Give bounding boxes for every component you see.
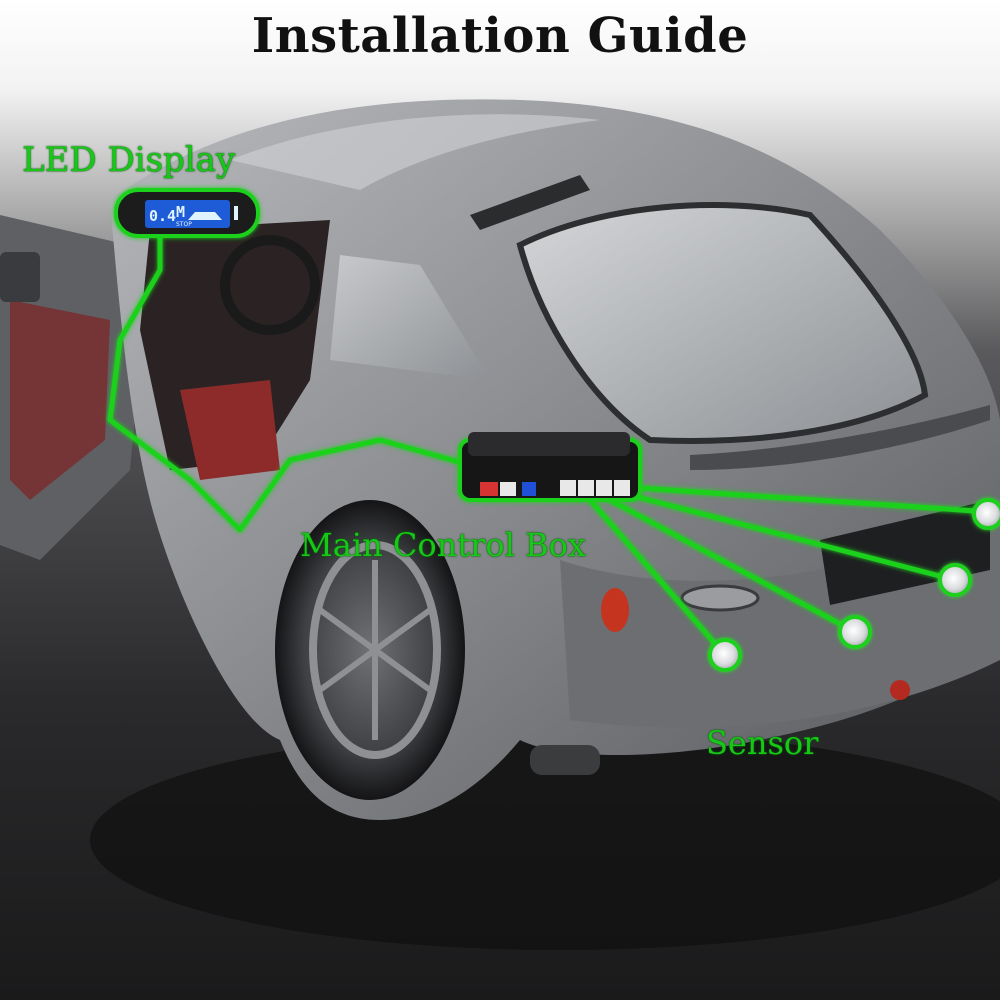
display-connector-blue [522,482,536,496]
main-control-box-label: Main Control Box [300,526,586,564]
red-seat [180,380,280,480]
rear-window [516,202,929,444]
sensor-2 [838,615,872,649]
rear-spoiler [690,405,990,470]
side-mirror [0,252,40,302]
parking-sensors [708,498,1000,672]
sensor-3 [938,563,972,597]
lcd-status: STOP [176,221,192,228]
roof-vent [470,175,590,230]
steering-wheel [220,235,320,335]
wheel-spokes [318,560,432,740]
sensor-connector-1 [560,480,576,496]
trunk-handle [680,584,760,612]
rear-light-left [601,588,629,632]
sensor-1 [708,638,742,672]
sensor-connector-3 [596,480,612,496]
sensor-connector-4 [614,480,630,496]
wire-display-to-box [107,225,471,533]
wiring-harness [107,225,991,657]
wire-sensor-1 [588,498,727,657]
page-title: Installation Guide [251,8,749,64]
sensor-connector-2 [578,480,594,496]
wire-sensor-3 [629,492,956,583]
lcd-unit: M [176,203,185,221]
sensor-label: Sensor [706,724,819,762]
lcd-car-icon [188,212,222,220]
lcd-screen [145,200,230,228]
sensor-4 [972,498,1000,530]
roof-highlight [230,114,600,190]
led-display-label: LED Display [22,140,236,180]
rear-fog-light [890,680,910,700]
led-display-unit: 0.4 M STOP [114,188,260,238]
exhaust-pipe [530,745,600,775]
wire-sensor-2 [608,497,857,635]
side-window [330,255,490,380]
lcd-distance: 0.4 [149,207,176,225]
wheel-rim [309,541,441,759]
main-control-box [458,432,642,502]
wire-sensor-4 [639,485,991,515]
power-connector-red [480,482,498,496]
door-panel-red [10,300,110,500]
connector-white-1 [500,482,516,496]
lcd-bar-icon [234,206,238,220]
